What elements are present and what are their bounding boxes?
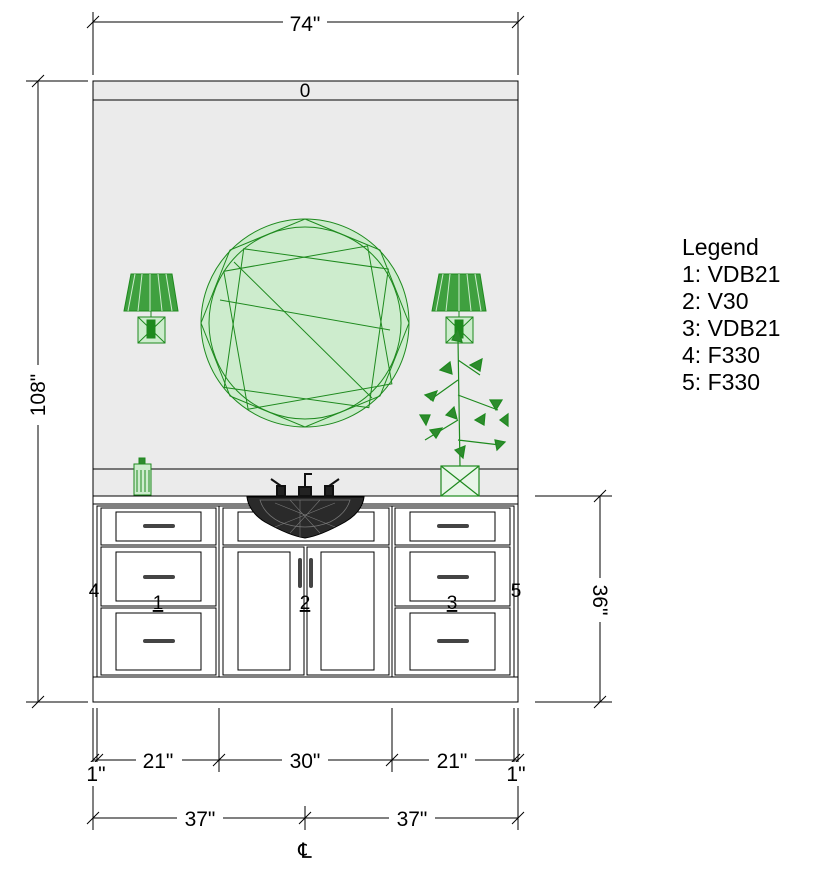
dim-segment-center: 30"	[290, 750, 321, 773]
cabinet-2-label: 2	[300, 593, 311, 614]
dim-filler-right: 1"	[506, 763, 525, 786]
dim-overall-width: 74"	[290, 13, 321, 36]
legend-title: Legend	[682, 234, 759, 260]
potted-plant-icon	[418, 326, 509, 497]
cabinet-1-label: 1	[153, 593, 164, 614]
filler-5-label: 5	[511, 581, 522, 602]
door-pull	[309, 558, 313, 588]
wall-sconce-left-icon	[123, 273, 179, 344]
legend-item: 5: F330	[682, 369, 760, 395]
legend-item: 4: F330	[682, 342, 760, 368]
dim-segment-right: 21"	[437, 750, 468, 773]
centerline-symbol: ℄	[297, 840, 312, 863]
top-item-label: 0	[300, 81, 311, 102]
legend-item: 3: VDB21	[682, 315, 781, 341]
dim-segment-left: 21"	[143, 750, 174, 773]
drawer-pull	[143, 524, 175, 528]
dim-overall-height: 108"	[27, 374, 50, 417]
legend: Legend 1: VDB21 2: V30 3: VDB21 4: F330 …	[682, 234, 780, 396]
drawer-pull	[143, 575, 175, 579]
wall-sconce-right-icon	[431, 273, 487, 344]
cabinet-1	[96, 505, 220, 678]
dim-filler-left: 1"	[86, 763, 105, 786]
dim-half-right: 37"	[397, 808, 428, 831]
filler-4-label: 4	[89, 581, 100, 602]
cabinet-3	[391, 505, 515, 678]
door-pull	[298, 558, 302, 588]
mirror-icon	[200, 218, 410, 428]
drawer-pull	[143, 639, 175, 643]
cabinet-3-label: 3	[447, 593, 458, 614]
drawer-pull	[437, 639, 469, 643]
dim-half-left: 37"	[185, 808, 216, 831]
faucet-icon	[270, 473, 340, 497]
drawer-pull	[437, 524, 469, 528]
drawer-pull	[437, 575, 469, 579]
top-molding	[92, 80, 519, 101]
legend-item: 1: VDB21	[682, 261, 781, 287]
sink-icon	[246, 496, 365, 539]
dim-base-height: 36"	[588, 585, 611, 616]
soap-dispenser-icon	[133, 457, 152, 496]
legend-item: 2: V30	[682, 288, 749, 314]
